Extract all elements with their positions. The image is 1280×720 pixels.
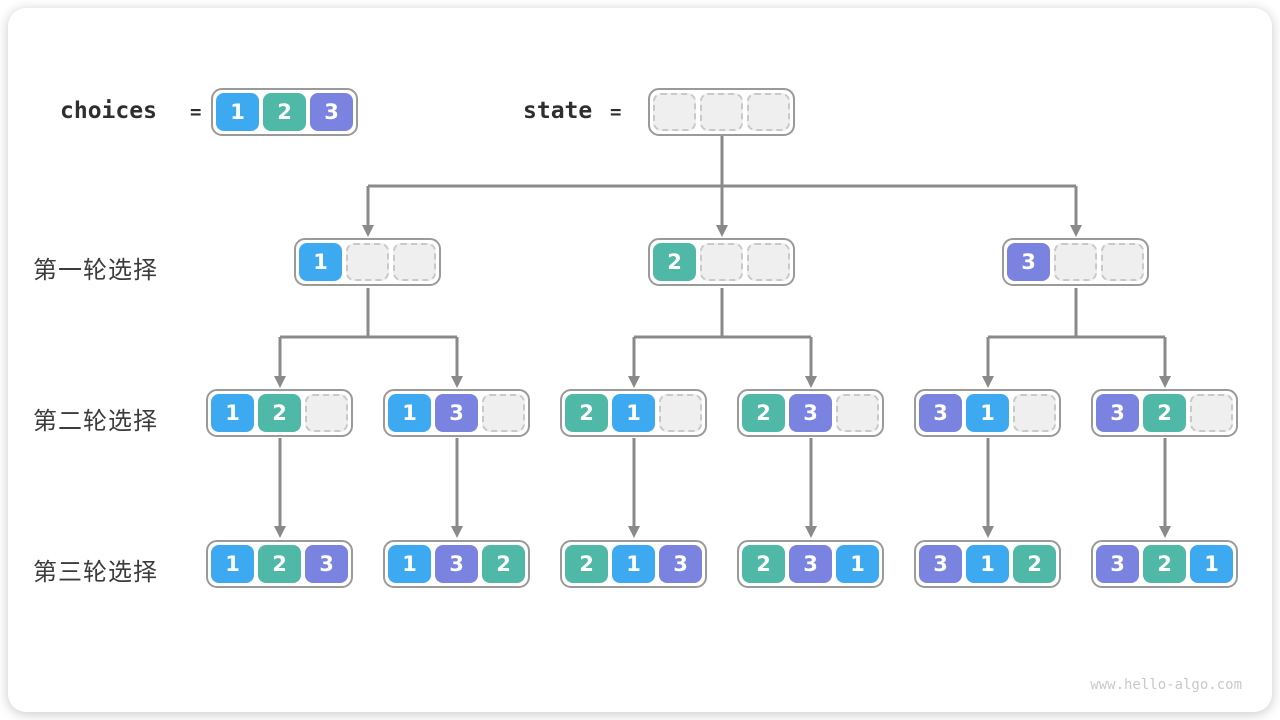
node-round1-2: 2 [648, 238, 795, 286]
arrow-down-icon [451, 526, 463, 538]
value-cell-1: 1 [612, 394, 655, 432]
arrow-down-icon [274, 526, 286, 538]
value-cell-3: 3 [919, 394, 962, 432]
empty-cell [653, 93, 696, 131]
watermark-text: www.hello-algo.com [1090, 677, 1242, 693]
choices-label: choices [60, 98, 157, 124]
empty-cell [1101, 243, 1144, 281]
equals-sign: = [190, 101, 202, 123]
value-cell-3: 3 [305, 545, 348, 583]
empty-cell [747, 243, 790, 281]
empty-cell [1054, 243, 1097, 281]
value-cell-1: 1 [836, 545, 879, 583]
value-cell-1: 1 [299, 243, 342, 281]
value-cell-2: 2 [258, 394, 301, 432]
row-label-round-3: 第三轮选择 [33, 559, 158, 586]
value-cell-3: 3 [789, 394, 832, 432]
branch-connector-2 [628, 288, 817, 388]
value-cell-3: 3 [789, 545, 832, 583]
value-cell-1: 1 [966, 394, 1009, 432]
value-cell-2: 2 [565, 394, 608, 432]
value-cell-3: 3 [919, 545, 962, 583]
empty-cell [1013, 394, 1056, 432]
value-cell-2: 2 [482, 545, 525, 583]
arrow-down-icon [628, 526, 640, 538]
equals-sign: = [610, 101, 622, 123]
value-cell-1: 1 [388, 394, 431, 432]
state-array-box [648, 88, 795, 136]
arrow-down-icon [451, 376, 463, 388]
value-cell-1: 1 [216, 93, 259, 131]
empty-cell [346, 243, 389, 281]
state-label: state [523, 98, 593, 124]
value-cell-1: 1 [211, 545, 254, 583]
value-cell-1: 1 [388, 545, 431, 583]
value-cell-2: 2 [263, 93, 306, 131]
empty-cell [305, 394, 348, 432]
empty-cell [659, 394, 702, 432]
empty-cell [700, 243, 743, 281]
row-label-round-2: 第二轮选择 [33, 408, 158, 435]
arrow-down-icon [982, 376, 994, 388]
empty-cell [836, 394, 879, 432]
arrow-down-icon [805, 376, 817, 388]
arrow-down-icon [628, 376, 640, 388]
value-cell-3: 3 [1096, 394, 1139, 432]
row-label-round-1: 第一轮选择 [33, 257, 158, 284]
node-round1-3: 3 [1002, 238, 1149, 286]
leaf-connectors [274, 438, 1171, 538]
value-cell-1: 1 [1190, 545, 1233, 583]
arrow-down-icon [1159, 526, 1171, 538]
arrow-down-icon [362, 225, 374, 237]
value-cell-2: 2 [258, 545, 301, 583]
value-cell-3: 3 [435, 545, 478, 583]
value-cell-3: 3 [1007, 243, 1050, 281]
arrow-down-icon [716, 225, 728, 237]
arrow-down-icon [274, 376, 286, 388]
empty-cell [482, 394, 525, 432]
arrow-down-icon [805, 526, 817, 538]
value-cell-3: 3 [435, 394, 478, 432]
value-cell-2: 2 [1013, 545, 1056, 583]
empty-cell [747, 93, 790, 131]
value-cell-1: 1 [612, 545, 655, 583]
empty-cell [700, 93, 743, 131]
branch-connector-1 [274, 288, 463, 388]
arrow-down-icon [1159, 376, 1171, 388]
value-cell-2: 2 [742, 394, 785, 432]
empty-cell [393, 243, 436, 281]
empty-cell [1190, 394, 1233, 432]
arrow-down-icon [1070, 225, 1082, 237]
value-cell-2: 2 [1143, 394, 1186, 432]
root-connector [362, 134, 1082, 237]
value-cell-3: 3 [1096, 545, 1139, 583]
value-cell-1: 1 [966, 545, 1009, 583]
value-cell-2: 2 [653, 243, 696, 281]
value-cell-1: 1 [211, 394, 254, 432]
arrow-down-icon [982, 526, 994, 538]
value-cell-2: 2 [742, 545, 785, 583]
value-cell-2: 2 [565, 545, 608, 583]
value-cell-2: 2 [1143, 545, 1186, 583]
node-round1-1: 1 [294, 238, 441, 286]
value-cell-3: 3 [310, 93, 353, 131]
branch-connector-3 [982, 288, 1171, 388]
value-cell-3: 3 [659, 545, 702, 583]
